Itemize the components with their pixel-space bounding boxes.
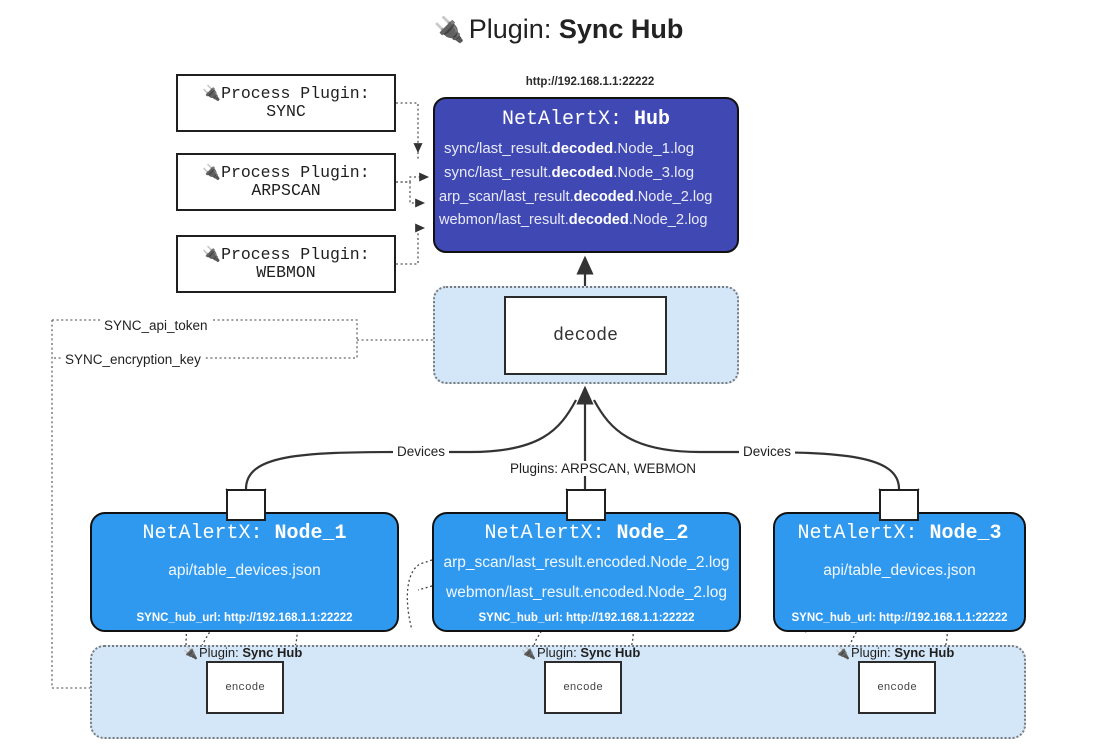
wire-webmon-to-log4 (396, 223, 426, 265)
node-3[interactable]: NetAlertX: Node_3 api/table_devices.json… (773, 512, 1026, 632)
node-2[interactable]: NetAlertX: Node_2 arp_scan/last_result.e… (432, 512, 741, 632)
node-3-line-1: api/table_devices.json (823, 562, 976, 579)
hub-log-2-mid: decoded (551, 164, 614, 182)
encode-box-1[interactable]: encode (206, 661, 284, 714)
hub-log-2-post: .Node_3.log (613, 164, 695, 182)
process-plugin-arpscan-line2: ARPSCAN (251, 181, 321, 200)
process-plugin-arpscan-line1: Process Plugin: (221, 162, 370, 182)
encode-plugin-label-3-name: Sync Hub (894, 645, 955, 660)
node-3-title: NetAlertX: Node_3 (775, 522, 1024, 545)
node-1-line-1: api/table_devices.json (168, 562, 321, 579)
process-plugin-sync-line1: Process Plugin: (221, 83, 370, 103)
encode-plugin-label-1: 🔌Plugin: Sync Hub (183, 645, 302, 660)
wire-key-to-encode-band (51, 320, 147, 694)
encode-plugin-label-1-name: Sync Hub (242, 645, 303, 660)
node-1-title-name: Node_1 (274, 522, 347, 545)
wire-sync-to-log2 (396, 172, 430, 183)
hub-log-2-pre: sync/last_result. (444, 164, 552, 182)
hub-title-prefix: NetAlertX: (501, 108, 634, 131)
process-plugin-sync-line2: SYNC (266, 102, 306, 121)
node-1[interactable]: NetAlertX: Node_1 api/table_devices.json… (90, 512, 399, 632)
process-plugin-webmon-line1: Process Plugin: (221, 244, 370, 264)
process-plugin-arpscan[interactable]: 🔌Process Plugin: ARPSCAN (176, 153, 396, 211)
hub-log-1-post: .Node_1.log (613, 140, 695, 157)
plug-icon: 🔌 (202, 162, 222, 181)
encode-plugin-label-2-name: Sync Hub (580, 645, 641, 660)
plug-icon: 🔌 (183, 646, 198, 660)
node-1-footer: SYNC_hub_url: http://192.168.1.1:22222 (136, 612, 353, 624)
edge-label-devices-right: Devices (739, 444, 796, 459)
hub-title: NetAlertX: Hub (435, 108, 737, 131)
encode-plugin-label-1-prefix: Plugin: (198, 645, 243, 660)
hub-log-3-post: .Node_2.log (633, 188, 713, 205)
hub-log-4-pre: webmon/last_result. (439, 212, 569, 229)
node-3-title-prefix: NetAlertX: (797, 522, 930, 545)
edge-label-api-token: SYNC_api_token (100, 318, 212, 333)
process-plugin-sync[interactable]: 🔌Process Plugin: SYNC (176, 74, 396, 132)
envelope-icon (879, 489, 919, 521)
plug-icon: 🔌 (433, 16, 465, 44)
page-title-prefix: Plugin: (468, 14, 559, 44)
page-title-name: Sync Hub (558, 14, 684, 44)
wire-sync-to-log1 (396, 102, 423, 154)
edge-label-devices-left: Devices (393, 444, 450, 459)
hub-log-1-mid: decoded (551, 140, 614, 157)
encode-plugin-label-3-prefix: Plugin: (850, 645, 895, 660)
hub-log-4: webmon/last_result.decoded.Node_2.log (435, 209, 737, 233)
edge-label-plugins: Plugins: ARPSCAN, WEBMON (506, 461, 701, 476)
page-title: 🔌Plugin: Sync Hub (0, 14, 1117, 45)
encode-box-2[interactable]: encode (544, 661, 622, 714)
encode-plugin-label-2-prefix: Plugin: (536, 645, 581, 660)
node-1-title-prefix: NetAlertX: (142, 522, 275, 545)
process-plugin-webmon-line2: WEBMON (256, 263, 316, 282)
node-2-title-prefix: NetAlertX: (484, 522, 617, 545)
hub-log-2: sync/last_result.decoded.Node_3.log (435, 161, 737, 185)
hub-node[interactable]: NetAlertX: Hub sync/last_result.decoded.… (433, 97, 739, 253)
plug-icon: 🔌 (835, 646, 850, 660)
node-2-footer: SYNC_hub_url: http://192.168.1.1:22222 (478, 612, 695, 624)
hub-log-4-mid: decoded (568, 212, 629, 229)
decode-box[interactable]: decode (504, 296, 667, 375)
plug-icon: 🔌 (202, 83, 222, 102)
node-2-title-name: Node_2 (616, 522, 689, 545)
plug-icon: 🔌 (202, 244, 222, 263)
hub-log-3-mid: decoded (573, 188, 634, 205)
hub-url: http://192.168.1.1:22222 (525, 76, 655, 88)
hub-log-3-pre: arp_scan/last_result. (439, 188, 574, 205)
encode-box-3[interactable]: encode (858, 661, 936, 714)
wire-node2-left-in2 (417, 585, 433, 591)
hub-log-3: arp_scan/last_result.decoded.Node_2.log (435, 186, 737, 210)
hub-log-1: sync/last_result.decoded.Node_1.log (435, 137, 737, 161)
wire-arpscan-to-log3 (396, 181, 426, 208)
node-3-footer: SYNC_hub_url: http://192.168.1.1:22222 (791, 612, 1008, 624)
process-plugin-webmon[interactable]: 🔌Process Plugin: WEBMON (176, 235, 396, 293)
encode-plugin-label-2: 🔌Plugin: Sync Hub (521, 645, 640, 660)
node-3-title-name: Node_3 (929, 522, 1002, 545)
envelope-icon (226, 489, 266, 521)
hub-log-4-post: .Node_2.log (628, 212, 708, 229)
plug-icon: 🔌 (521, 646, 536, 660)
edge-label-encryption-key: SYNC_encryption_key (61, 352, 205, 367)
node-2-line-2: webmon/last_result.encoded.Node_2.log (446, 584, 727, 602)
hub-title-name: Hub (634, 108, 671, 131)
hub-log-1-pre: sync/last_result. (444, 140, 552, 157)
envelope-icon (566, 489, 606, 521)
wire-node2-left-in (406, 559, 433, 631)
node-1-title: NetAlertX: Node_1 (92, 522, 397, 545)
node-2-title: NetAlertX: Node_2 (434, 522, 739, 545)
encode-plugin-label-3: 🔌Plugin: Sync Hub (835, 645, 954, 660)
node-2-line-1: arp_scan/last_result.encoded.Node_2.log (443, 554, 730, 571)
